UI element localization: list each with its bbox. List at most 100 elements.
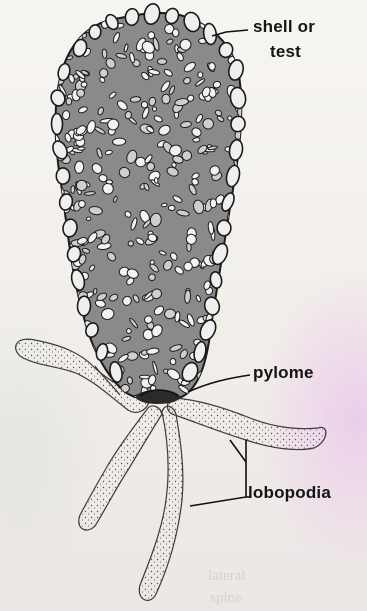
shell-grain bbox=[243, 190, 250, 201]
shell-grain bbox=[68, 39, 74, 45]
shell-grain bbox=[173, 29, 179, 37]
shell-grain bbox=[65, 373, 76, 380]
shell-grain bbox=[211, 393, 221, 404]
shell-grain bbox=[216, 22, 226, 33]
shell-grain bbox=[240, 343, 249, 353]
shell-grain bbox=[51, 304, 63, 316]
shell-grain bbox=[241, 41, 248, 54]
shell-grain bbox=[210, 199, 216, 208]
shell-grain bbox=[52, 316, 64, 328]
shell-grain bbox=[106, 179, 113, 184]
shell-grain bbox=[239, 248, 246, 256]
rim-stone bbox=[89, 25, 102, 40]
shell-grain bbox=[220, 265, 232, 279]
shell-grain bbox=[74, 13, 88, 28]
shell-grain bbox=[242, 81, 248, 87]
shell-grain bbox=[208, 62, 216, 71]
shell-grain bbox=[204, 364, 218, 378]
shell-grain bbox=[229, 384, 239, 394]
shell-grain bbox=[102, 49, 107, 59]
shell-grain bbox=[51, 227, 62, 239]
shell-grain bbox=[241, 262, 254, 275]
shell-grain bbox=[161, 203, 167, 207]
shell-grain bbox=[53, 38, 64, 49]
shell-or-test-label-line1: shell or bbox=[253, 18, 315, 36]
shell-grain bbox=[62, 110, 70, 120]
shell-grain bbox=[241, 301, 255, 311]
shell-grain bbox=[243, 14, 253, 23]
lobopodia-label: lobopodia bbox=[248, 484, 331, 502]
pylome-label: pylome bbox=[253, 364, 314, 382]
shell-grain bbox=[74, 328, 80, 338]
lobopodium-lower-left bbox=[79, 406, 162, 530]
shell-grain bbox=[220, 328, 225, 331]
shell-grain bbox=[234, 208, 245, 218]
shell-grain bbox=[213, 338, 223, 347]
shell-grain bbox=[240, 360, 247, 368]
shell-grain bbox=[56, 21, 68, 37]
shell-grain bbox=[214, 382, 224, 392]
shell-grain bbox=[208, 394, 221, 405]
shell-grain bbox=[79, 12, 89, 22]
shell-grain bbox=[99, 68, 108, 77]
shell-grain bbox=[154, 177, 158, 183]
shell-grain bbox=[71, 185, 75, 193]
shell-grain bbox=[50, 391, 61, 402]
shell-grain bbox=[184, 290, 191, 304]
shell-grain bbox=[220, 353, 230, 366]
shell-grain bbox=[228, 323, 235, 331]
shell-grain bbox=[238, 320, 250, 334]
shell-grain bbox=[235, 361, 245, 372]
shell-or-test-label-line2: test bbox=[270, 43, 301, 61]
shell-grain bbox=[86, 216, 91, 220]
shell-grain bbox=[66, 98, 72, 105]
shell-grain bbox=[57, 249, 64, 256]
shell-grain bbox=[70, 16, 81, 27]
shell-grain bbox=[66, 383, 80, 397]
shell-grain bbox=[65, 300, 74, 309]
shell-grain bbox=[61, 27, 72, 39]
shell-grain bbox=[112, 138, 126, 146]
pylome-opening bbox=[136, 390, 180, 404]
shell-grain bbox=[162, 94, 171, 104]
shell-grain bbox=[52, 243, 60, 254]
shell-grain bbox=[239, 212, 246, 220]
shell-grain bbox=[52, 200, 58, 209]
shell-grain bbox=[139, 375, 150, 379]
shell-grain bbox=[216, 360, 228, 371]
shell-grain bbox=[85, 14, 94, 19]
shell-grain bbox=[59, 261, 66, 267]
shell-leader-line bbox=[212, 30, 248, 36]
shell-grain bbox=[67, 313, 81, 325]
shell-grain bbox=[76, 329, 86, 338]
shell-grain bbox=[77, 147, 85, 151]
shell-grain bbox=[65, 17, 78, 30]
shell-grain bbox=[79, 349, 88, 354]
shell-grain bbox=[130, 96, 141, 102]
shell-grain bbox=[56, 278, 71, 286]
lobopodia-bracket-line bbox=[190, 440, 246, 506]
shell-grain bbox=[128, 241, 134, 246]
shell bbox=[49, 2, 256, 410]
shell-grain bbox=[73, 12, 86, 27]
shell-grain bbox=[230, 264, 241, 276]
shell-grain bbox=[232, 327, 245, 335]
rim-stone bbox=[56, 168, 69, 184]
shell-grain bbox=[226, 277, 236, 291]
rim-stone bbox=[77, 296, 91, 316]
shell-grain bbox=[237, 269, 247, 279]
shell-grain bbox=[197, 72, 203, 79]
shell-grain bbox=[54, 335, 65, 344]
shell-grain bbox=[54, 320, 61, 326]
rim-stone bbox=[217, 220, 231, 236]
shell-grain bbox=[236, 331, 245, 341]
shell-grain bbox=[81, 349, 90, 355]
rim-stone bbox=[51, 113, 62, 134]
shell-grain bbox=[234, 389, 241, 398]
shell-grain bbox=[183, 262, 192, 272]
shell-grain bbox=[52, 209, 59, 214]
shell-grain bbox=[157, 59, 166, 65]
shell-grain bbox=[152, 106, 157, 111]
shell-grain bbox=[78, 200, 85, 208]
